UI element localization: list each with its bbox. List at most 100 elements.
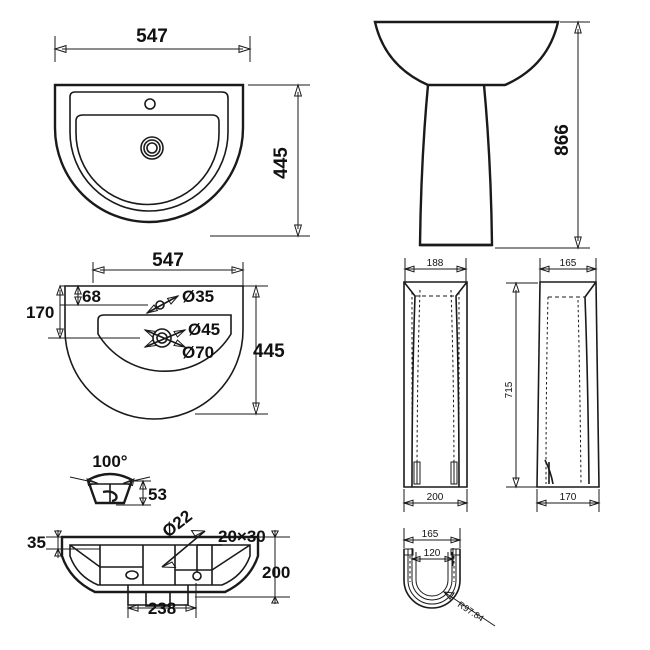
hidden-line-side-centre bbox=[577, 299, 582, 485]
dim-text-underside-height: 200 bbox=[262, 563, 290, 582]
arrowhead bbox=[91, 266, 105, 274]
arrowhead bbox=[270, 595, 280, 604]
view-pedestal-side: 165 715 170 bbox=[504, 258, 601, 512]
underside-inner-outline bbox=[69, 544, 251, 586]
arrowhead bbox=[535, 499, 547, 507]
dim-text-pedestal-top-width: 188 bbox=[427, 258, 444, 269]
view-front-elevation: 866 bbox=[373, 20, 590, 250]
dim-text-side-top-width: 165 bbox=[560, 258, 577, 269]
arrowhead bbox=[74, 284, 82, 295]
arrowhead bbox=[512, 477, 520, 489]
arrowhead bbox=[512, 281, 520, 293]
arrowhead bbox=[456, 265, 468, 273]
waste-mid-circle bbox=[143, 139, 161, 157]
dim-text-plan-inner: 120 bbox=[424, 548, 441, 559]
arrowhead bbox=[161, 561, 177, 569]
dim-text-rim-thickness: 35 bbox=[27, 533, 46, 552]
arrowhead bbox=[185, 604, 198, 612]
pedestal-front-body bbox=[403, 281, 468, 488]
overflow-hook bbox=[102, 490, 118, 503]
pedestal-front-profile bbox=[418, 84, 494, 247]
dim-text-waste-offset: 170 bbox=[26, 303, 54, 322]
arrowhead bbox=[143, 329, 157, 338]
pedestal-spigot bbox=[145, 592, 171, 607]
arrowhead bbox=[238, 44, 252, 54]
dim-text-pedestal-height: 715 bbox=[504, 381, 515, 398]
arrowhead bbox=[293, 224, 303, 238]
pedestal-front-edge-right bbox=[455, 281, 468, 488]
arrowhead bbox=[126, 604, 139, 612]
pedestal-side-body bbox=[536, 281, 600, 488]
dim-text-bracket-spacing: 238 bbox=[148, 599, 176, 618]
arrowhead bbox=[403, 265, 415, 273]
u-mid-arc-1 bbox=[407, 549, 457, 605]
arrowhead bbox=[457, 499, 469, 507]
arrowhead bbox=[86, 478, 99, 487]
arrowhead bbox=[252, 284, 260, 298]
arrowhead bbox=[145, 304, 159, 314]
arrowhead bbox=[53, 530, 63, 539]
arrowhead bbox=[139, 497, 147, 507]
radius-leader bbox=[443, 591, 496, 627]
angle-leader-left bbox=[69, 476, 98, 484]
arrowhead bbox=[293, 83, 303, 97]
arrowhead bbox=[122, 478, 135, 487]
overflow-dome bbox=[87, 472, 133, 482]
web-diagonal-left bbox=[69, 544, 143, 568]
underside-outline bbox=[60, 535, 260, 594]
u-mid-arc-2 bbox=[411, 552, 453, 601]
side-base-detail bbox=[544, 459, 554, 485]
dim-text-waste-outer: Ø70 bbox=[182, 343, 214, 362]
arrowhead bbox=[166, 295, 180, 305]
dim-text-basin-depth: 445 bbox=[271, 147, 292, 179]
dim-text-total-height: 866 bbox=[552, 124, 573, 156]
arrowhead bbox=[190, 529, 206, 537]
arrowhead bbox=[442, 591, 455, 600]
arrowhead bbox=[139, 479, 147, 490]
arrowhead bbox=[586, 265, 598, 273]
arrowhead bbox=[54, 547, 62, 557]
plan-fitting-left bbox=[403, 548, 414, 556]
dim-text-slot: 20×30 bbox=[218, 527, 266, 546]
view-overflow-detail: 100° 53 bbox=[69, 452, 167, 507]
view-basin-underside: Ø22 20×30 35 200 238 bbox=[27, 506, 290, 618]
dim-text-tap-hole: Ø35 bbox=[182, 287, 214, 306]
dim-text-basin-width: 547 bbox=[136, 26, 168, 47]
dim-text-width-2: 547 bbox=[152, 250, 184, 271]
basin-outer-outline bbox=[53, 83, 245, 224]
dim-text-overflow-depth: 53 bbox=[148, 485, 167, 504]
hidden-line-left bbox=[416, 289, 421, 484]
dim-text-pedestal-base-width: 200 bbox=[427, 492, 444, 503]
fixing-hole-right bbox=[192, 571, 202, 581]
arrowhead bbox=[402, 499, 414, 507]
tap-hole bbox=[144, 98, 156, 110]
dim-text-tap-offset: 68 bbox=[82, 287, 101, 306]
arrowhead bbox=[56, 328, 64, 340]
hidden-line-side-left bbox=[545, 296, 549, 485]
hidden-line-right bbox=[450, 289, 455, 484]
basin-bowl-outline bbox=[75, 114, 220, 206]
tap-hole-leader bbox=[146, 295, 179, 314]
arrowhead bbox=[231, 266, 245, 274]
arrowhead bbox=[270, 530, 280, 539]
basin-front-profile bbox=[373, 20, 560, 87]
u-inner-arc bbox=[415, 552, 449, 597]
arrowhead bbox=[450, 536, 462, 544]
view-basin-plan: 547 445 bbox=[53, 26, 310, 238]
arrowhead bbox=[574, 236, 582, 250]
arrowhead bbox=[252, 402, 260, 416]
waste-outer-marker bbox=[152, 328, 172, 348]
dim-text-plan-radius: R97.84 bbox=[456, 599, 486, 623]
dim-text-side-base-width: 170 bbox=[560, 492, 577, 503]
view-basin-plan-holes: 547 Ø35 Ø45 Ø70 68 170 bbox=[26, 250, 285, 420]
dim-text-waste-inner: Ø45 bbox=[188, 320, 220, 339]
arrowhead bbox=[143, 339, 157, 348]
arrowhead bbox=[444, 555, 455, 563]
arrowhead bbox=[538, 265, 550, 273]
dim-text-plan-outer: 165 bbox=[422, 529, 439, 540]
u-outer-arc bbox=[403, 549, 461, 609]
web-diagonal-right bbox=[175, 544, 251, 571]
arrowhead bbox=[589, 499, 601, 507]
